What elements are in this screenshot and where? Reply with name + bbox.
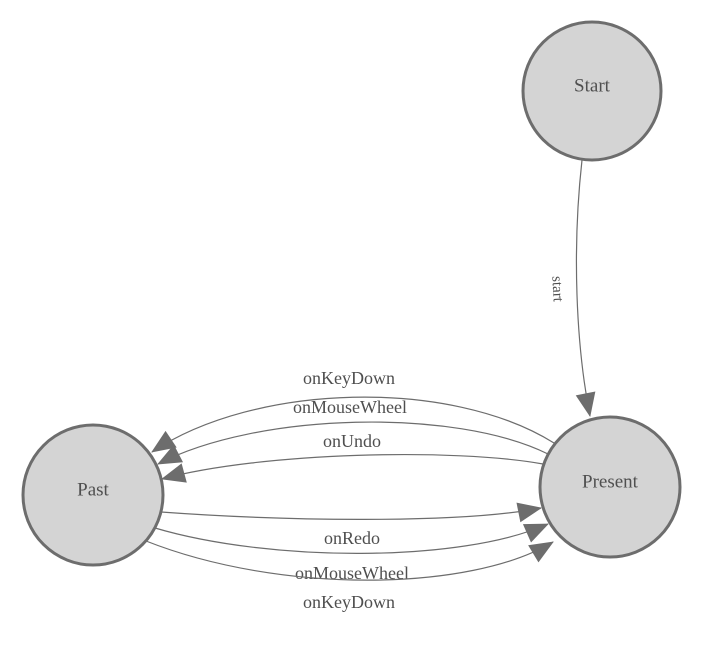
edge-present-to-past-onKeyDown[interactable] xyxy=(151,396,555,453)
edge-label-onMouseWheel: onMouseWheel xyxy=(295,563,409,583)
edge-present-to-past-onUndo[interactable] xyxy=(161,453,544,483)
edge-present-to-past-onMouseWheel[interactable] xyxy=(157,421,549,465)
edge-label-onKeyDown: onKeyDown xyxy=(303,592,395,612)
node-label-present: Present xyxy=(582,472,639,493)
edge-label-start: start xyxy=(548,276,565,303)
edge-past-to-present-onKeyDown[interactable] xyxy=(145,540,554,581)
edge-past-to-present-onMouseWheel[interactable] xyxy=(154,523,549,554)
edge-label-onRedo: onRedo xyxy=(324,528,380,548)
state-node-start[interactable] xyxy=(521,20,663,162)
edge-past-to-present-onRedo[interactable] xyxy=(160,502,542,523)
node-label-past: Past xyxy=(77,480,109,501)
state-node-past[interactable] xyxy=(21,423,165,567)
edge-label-onKeyDown: onKeyDown xyxy=(303,368,395,388)
node-label-start: Start xyxy=(574,76,611,97)
state-node-present[interactable] xyxy=(538,415,682,559)
edge-label-onMouseWheel: onMouseWheel xyxy=(293,397,407,417)
edge-start-to-present-start[interactable] xyxy=(575,159,596,417)
edge-label-onUndo: onUndo xyxy=(323,431,381,451)
